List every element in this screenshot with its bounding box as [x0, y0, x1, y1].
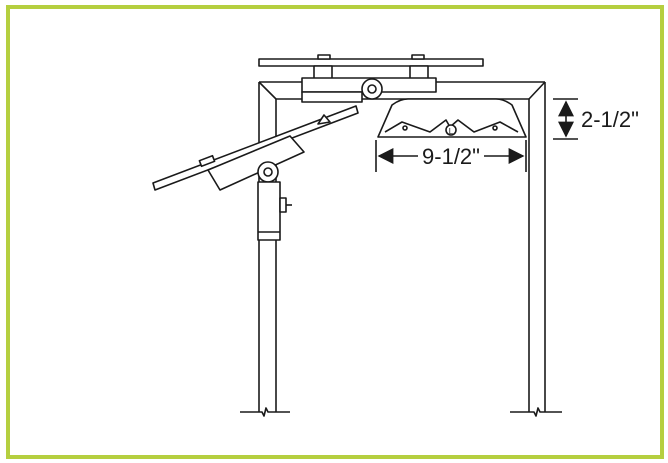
fixture-center-marker: L	[449, 127, 454, 136]
ground-break-right	[510, 407, 562, 417]
height-dimension-label: 2-1/2"	[581, 107, 639, 132]
width-dimension-label: 9-1/2"	[422, 144, 480, 169]
tilted-panel	[152, 105, 359, 241]
width-dimension	[375, 140, 527, 172]
top-panel	[258, 54, 484, 103]
height-dimension	[553, 98, 578, 140]
ground-break-left	[240, 407, 290, 417]
light-fixture	[377, 98, 527, 138]
